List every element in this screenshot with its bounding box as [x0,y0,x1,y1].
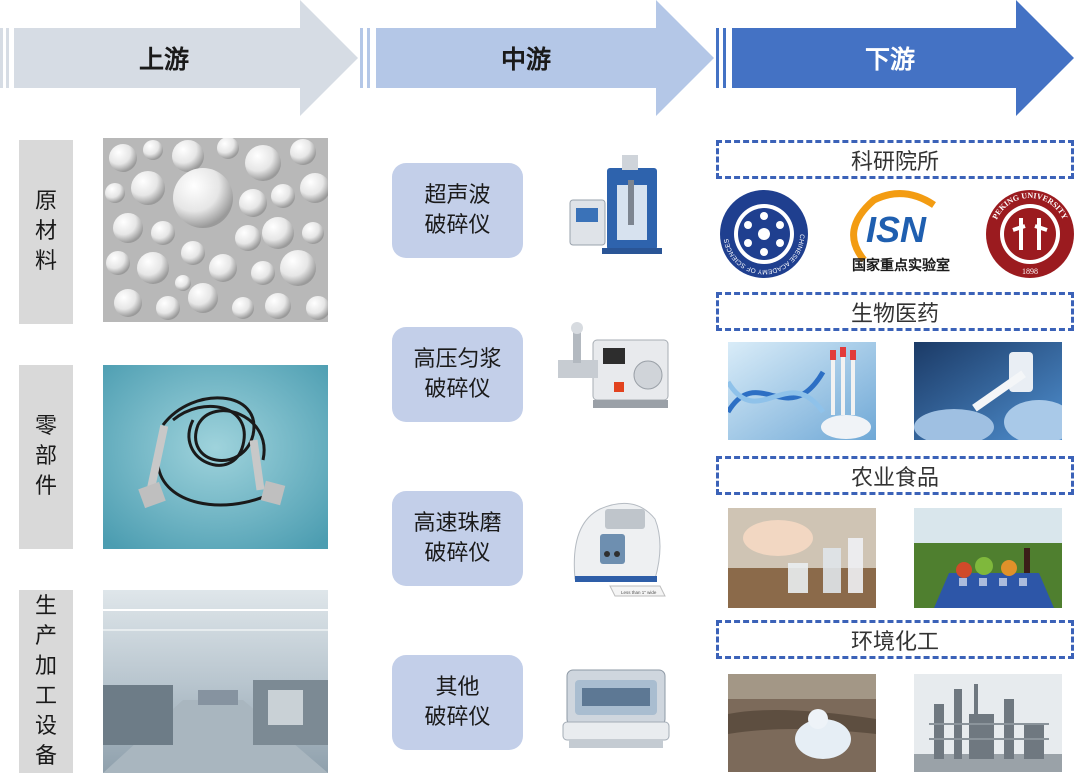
downstream-title: 下游 [864,45,915,74]
device-line1: 高压匀浆 [413,346,502,372]
food-lab-photo [728,508,876,608]
bead-mill-image: Less than 1" wide [555,484,673,599]
category-raw-materials: 原 材 料 [19,140,73,324]
device-other: 其他 破碎仪 [392,655,523,750]
device-high-pressure-homogenizer: 高压匀浆 破碎仪 [392,327,523,422]
device-bead-mill: 高速珠磨 破碎仪 [392,491,523,586]
other-disruptor-image [557,650,675,760]
sector-label: 生物医药 [850,301,939,327]
midstream-title: 中游 [500,45,551,74]
isn-caption: 国家重点实验室 [852,257,950,274]
category-char: 设 [34,713,57,739]
pku-logo: PEKING UNIVERSITY 1898 [985,188,1075,280]
chemical-plant-photo [914,674,1062,772]
ultrasonic-probe-image [103,365,328,549]
factory-floor-image [103,590,328,773]
category-char: 材 [34,219,57,244]
category-char: 部 [34,444,57,469]
sector-label: 科研院所 [850,149,939,175]
cas-logo: CHINESE ACADEMY OF SCIENCES [718,188,810,280]
category-char: 备 [34,743,57,769]
device-line1: 其他 [435,674,480,700]
pku-year: 1898 [1022,267,1038,276]
device-line2: 破碎仪 [424,540,491,566]
downstream-arrow [714,0,1076,116]
upstream-arrow [0,0,358,116]
category-char: 产 [34,623,57,649]
category-char: 原 [34,189,57,214]
category-production-equipment: 生 产 加 工 设 备 [19,590,73,773]
category-char: 工 [34,683,57,709]
syringe-vial-photo [914,342,1062,440]
category-components: 零 部 件 [19,365,73,549]
upstream-title: 上游 [138,45,189,74]
device-line2: 破碎仪 [424,376,491,402]
category-char: 生 [34,593,57,619]
device-line1: 超声波 [424,182,491,208]
isn-logo: ISN 国家重点实验室 [834,190,959,280]
sector-agri-food: 农业食品 [716,456,1074,495]
device-line1: 高速珠磨 [413,510,502,536]
category-char: 料 [34,249,57,274]
midstream-arrow [358,0,714,116]
device-ultrasonic: 超声波 破碎仪 [392,163,523,258]
sector-label: 农业食品 [850,465,939,491]
device-line2: 破碎仪 [424,704,491,730]
ultrasonic-homogenizer-image [562,150,672,260]
category-char: 加 [34,653,57,679]
category-char: 零 [34,414,57,439]
vegetable-table-photo [914,508,1062,608]
sector-research-institutes: 科研院所 [716,140,1074,179]
environment-sampling-photo [728,674,876,772]
sector-label: 环境化工 [850,629,939,655]
high-pressure-homogenizer-image [548,320,676,415]
dna-test-tube-photo [728,342,876,440]
sector-environment-chemical: 环境化工 [716,620,1074,659]
bead-mill-caption: Less than 1" wide [621,590,657,595]
ceramic-beads-image [103,138,328,322]
sector-biopharma: 生物医药 [716,292,1074,331]
device-line2: 破碎仪 [424,212,491,238]
category-char: 件 [34,474,57,499]
isn-wordmark: ISN [866,209,927,250]
